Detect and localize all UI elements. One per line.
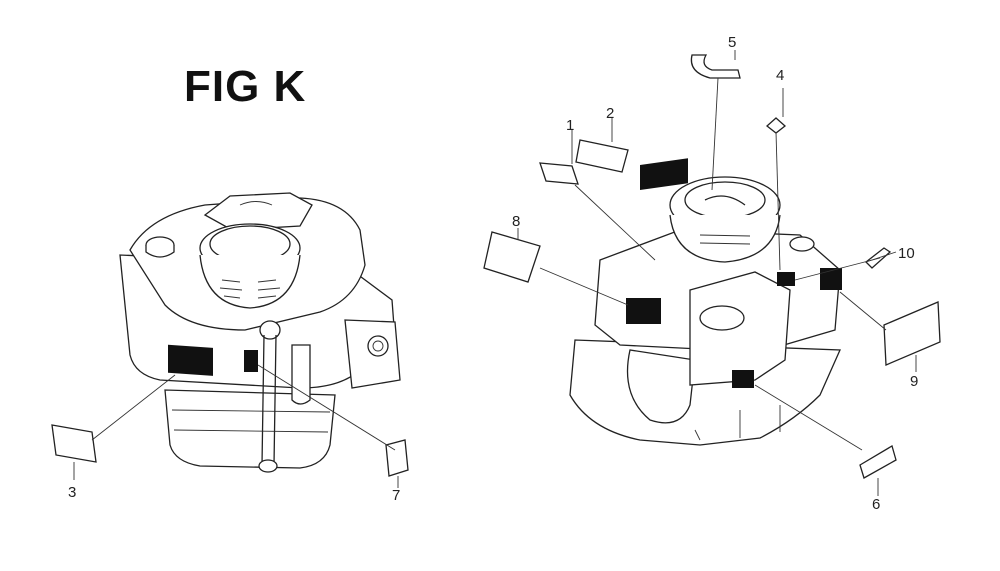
callout-8: 8	[512, 213, 520, 230]
callout-3: 3	[68, 484, 76, 501]
callout-6: 6	[872, 496, 880, 513]
callout-7: 7	[392, 487, 400, 504]
callout-2: 2	[606, 105, 614, 122]
callout-10: 10	[898, 245, 915, 262]
callout-1: 1	[566, 117, 574, 134]
figure-title: FIG K	[184, 62, 307, 111]
callout-5: 5	[728, 34, 736, 51]
left-engine-drawing	[51, 192, 409, 488]
callout-9: 9	[910, 373, 918, 390]
callout-4: 4	[776, 67, 784, 84]
right-engine-drawing	[483, 50, 941, 496]
